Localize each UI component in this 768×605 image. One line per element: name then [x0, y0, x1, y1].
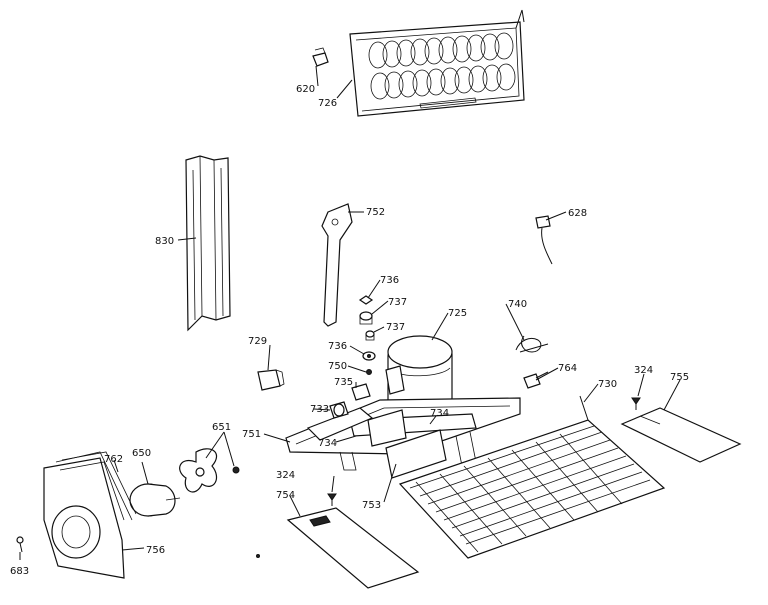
label-628: 628 [568, 208, 587, 219]
screw-683 [16, 536, 24, 553]
screw-324-bottom [327, 493, 337, 506]
clip-740 [515, 335, 549, 353]
leader-lines [19, 65, 681, 560]
label-737-lower: 737 [386, 322, 405, 333]
grommet-737-top [359, 311, 373, 325]
label-734-right: 734 [430, 408, 449, 419]
cover-panel-755 [620, 407, 742, 463]
vertical-channel-830 [185, 155, 231, 332]
label-750: 750 [328, 361, 347, 372]
label-324-right: 324 [634, 365, 653, 376]
capacitor-729 [257, 369, 285, 391]
label-736-top: 736 [380, 275, 399, 286]
label-650: 650 [132, 448, 151, 459]
bracket-752 [321, 203, 353, 327]
label-740: 740 [508, 299, 527, 310]
label-830: 830 [155, 236, 174, 247]
relay-735 [351, 383, 371, 401]
label-751: 751 [242, 429, 261, 440]
grommet-736-top [358, 295, 374, 305]
label-733: 733 [310, 404, 329, 415]
evaporator-coil [349, 9, 525, 117]
label-756: 756 [146, 545, 165, 556]
label-735: 735 [334, 377, 353, 388]
label-737-top: 737 [388, 297, 407, 308]
cord-628 [535, 215, 553, 265]
drier-764 [523, 371, 549, 389]
fan-shroud-756 [43, 457, 125, 579]
clip-750 [366, 369, 372, 375]
overload-733 [329, 401, 349, 419]
label-764: 764 [558, 363, 577, 374]
label-729: 729 [248, 336, 267, 347]
label-734-left: 734 [318, 438, 337, 449]
label-754: 754 [276, 490, 295, 501]
washer-736-lower [362, 351, 376, 361]
label-726: 726 [318, 98, 337, 109]
label-753: 753 [362, 500, 381, 511]
label-736-lower: 736 [328, 341, 347, 352]
compressor-725 [385, 335, 453, 411]
fan-motor-650 [129, 483, 181, 517]
label-651: 651 [212, 422, 231, 433]
cover-panel-754 [286, 507, 420, 589]
grommet-737-lower [365, 330, 375, 341]
label-730: 730 [598, 379, 617, 390]
label-324-bottom: 324 [276, 470, 295, 481]
label-755: 755 [670, 372, 689, 383]
label-620: 620 [296, 84, 315, 95]
label-752: 752 [366, 207, 385, 218]
label-725: 725 [448, 308, 467, 319]
label-762: 762 [104, 454, 123, 465]
stray-dot [256, 554, 260, 558]
condenser-coil-730 [398, 395, 666, 559]
fan-blade-651 [179, 448, 240, 493]
defrost-thermostat-620 [312, 47, 329, 67]
shroud-insulation-762 [55, 451, 137, 521]
label-683: 683 [10, 566, 29, 577]
screw-324-right [631, 397, 641, 410]
